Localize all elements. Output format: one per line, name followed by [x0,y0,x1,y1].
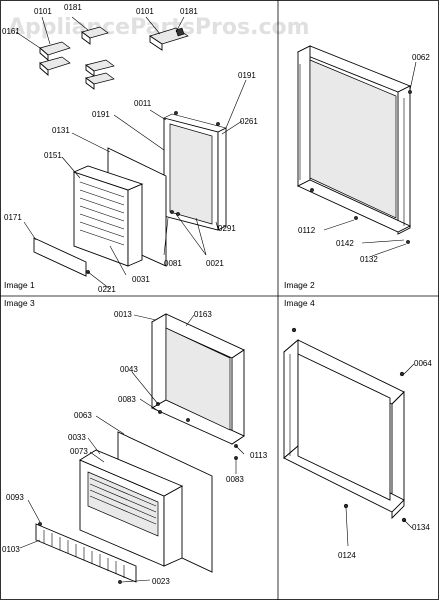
part-label: 0062 [412,53,430,62]
part-label: 0132 [360,255,378,264]
grille-assembly-0073 [79,449,184,567]
panel-frame-0013 [151,313,245,445]
image3-labels: 0013 0163 0043 0083 0063 0033 0073 0113 … [2,310,268,586]
part-label: 0124 [338,551,356,560]
image1-labels: 0101 0181 0101 0181 0161 0191 0011 0261 … [2,3,258,294]
part-label: 0103 [2,545,20,554]
image3-panel: 0013 0163 0043 0083 0063 0033 0073 0113 … [2,298,268,586]
part-label: 0021 [206,259,224,268]
part-label: 0181 [64,3,82,12]
grille-assembly-0151 [72,165,144,267]
image3-caption: Image 3 [4,298,35,308]
part-label: 0191 [238,71,256,80]
screws-image2 [310,90,412,244]
part-label: 0011 [134,99,152,108]
part-label: 0064 [414,359,432,368]
part-label: 0151 [44,151,62,160]
part-label: 0142 [336,239,354,248]
kickplate-0171 [33,237,87,277]
part-label: 0131 [52,126,70,135]
tray-parts [39,26,189,90]
part-label: 0023 [152,577,170,586]
image2-labels: 0062 0112 0142 0132 [298,53,430,264]
part-label: 0101 [136,7,154,16]
part-label: 0063 [74,411,92,420]
part-label: 0181 [180,7,198,16]
part-label: 0031 [132,275,150,284]
kickplate-0093 [35,523,137,583]
image2-panel: 0062 0112 0142 0132 Image 2 [284,45,430,290]
part-label: 0291 [218,224,236,233]
part-label: 0033 [68,433,86,442]
part-label: 0081 [164,259,182,268]
image1-panel: 0101 0181 0101 0181 0161 0191 0011 0261 … [2,3,258,294]
screws-image1 [86,111,220,274]
part-label: 0073 [70,447,88,456]
part-label: 0112 [298,226,316,235]
part-label: 0221 [98,285,116,294]
frame-image4 [283,339,405,520]
part-label: 0161 [2,27,20,36]
part-label: 0083 [118,395,136,404]
image4-panel: 0064 0134 0124 Image 4 [283,298,432,560]
part-label: 0191 [92,110,110,119]
part-label: 0013 [114,310,132,319]
part-label: 0163 [194,310,212,319]
image4-caption: Image 4 [284,298,315,308]
part-label: 0171 [4,213,22,222]
panel-frame-0011 [163,113,227,231]
image2-caption: Image 2 [284,280,315,290]
part-label: 0101 [34,7,52,16]
image1-caption: Image 1 [4,280,35,290]
part-label: 0093 [6,493,24,502]
part-label: 0043 [120,365,138,374]
part-label: 0083 [226,475,244,484]
part-label: 0261 [240,117,258,126]
image4-labels: 0064 0134 0124 [338,359,432,560]
part-label: 0113 [250,451,268,460]
frame-image2 [296,45,412,235]
part-label: 0134 [412,523,430,532]
